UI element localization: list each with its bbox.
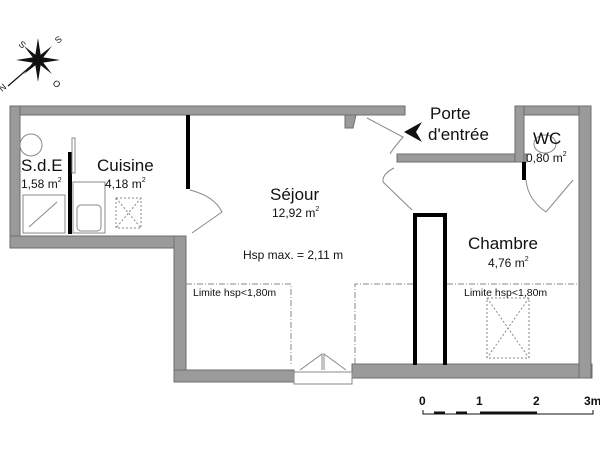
scale-tick-0: 0	[419, 394, 426, 408]
area-unit: 2	[57, 177, 62, 184]
ceiling-height-note: Hsp max. = 2,11 m	[243, 248, 344, 262]
svg-text:O: O	[51, 78, 63, 90]
height-limit-label-sejour: Limite hsp<1,80m	[193, 287, 277, 299]
entrance-label-line2: d'entrée	[428, 125, 489, 144]
area-value: 12,92 m	[272, 206, 316, 220]
room-name-wc: WC	[533, 129, 562, 148]
area-unit: 2	[141, 177, 146, 184]
room-area-cuisine: 4,18 m2	[105, 177, 146, 191]
room-name-sde: S.d.E	[21, 156, 63, 175]
scale-tick-2: 2	[533, 394, 540, 408]
area-value: 1,58 m	[21, 177, 58, 191]
area-unit: 2	[315, 206, 320, 213]
area-unit: 2	[524, 256, 529, 263]
area-value: 4,18 m	[105, 177, 142, 191]
height-limit-label-chambre: Limite hsp<1,80m	[464, 287, 548, 299]
height-limit-lines	[186, 283, 579, 364]
room-name-cuisine: Cuisine	[97, 156, 154, 175]
area-value: 0,80 m	[526, 151, 563, 165]
room-area-chambre: 4,76 m2	[488, 256, 529, 270]
room-area-sejour: 12,92 m2	[272, 206, 320, 220]
scale-tick-1: 1	[476, 394, 483, 408]
partitions	[68, 115, 526, 365]
entrance-label-line1: Porte	[430, 104, 471, 123]
scale-tick-3: 3m	[584, 394, 600, 408]
scale-bar	[422, 410, 594, 415]
area-unit: 2	[562, 151, 567, 158]
exterior-walls	[9, 105, 593, 383]
area-value: 4,76 m	[488, 256, 525, 270]
room-name-chambre: Chambre	[468, 234, 538, 253]
room-name-sejour: Séjour	[270, 185, 320, 204]
svg-text:S: S	[17, 39, 28, 51]
fixtures	[19, 133, 557, 359]
compass-rose-icon	[7, 38, 60, 87]
window	[293, 353, 353, 385]
room-area-sde: 1,58 m2	[21, 177, 62, 191]
svg-text:S: S	[53, 34, 64, 46]
arrow-left-icon	[404, 122, 422, 142]
room-area-wc: 0,80 m2	[526, 151, 567, 165]
doors	[189, 117, 574, 234]
svg-text:N: N	[0, 82, 8, 94]
